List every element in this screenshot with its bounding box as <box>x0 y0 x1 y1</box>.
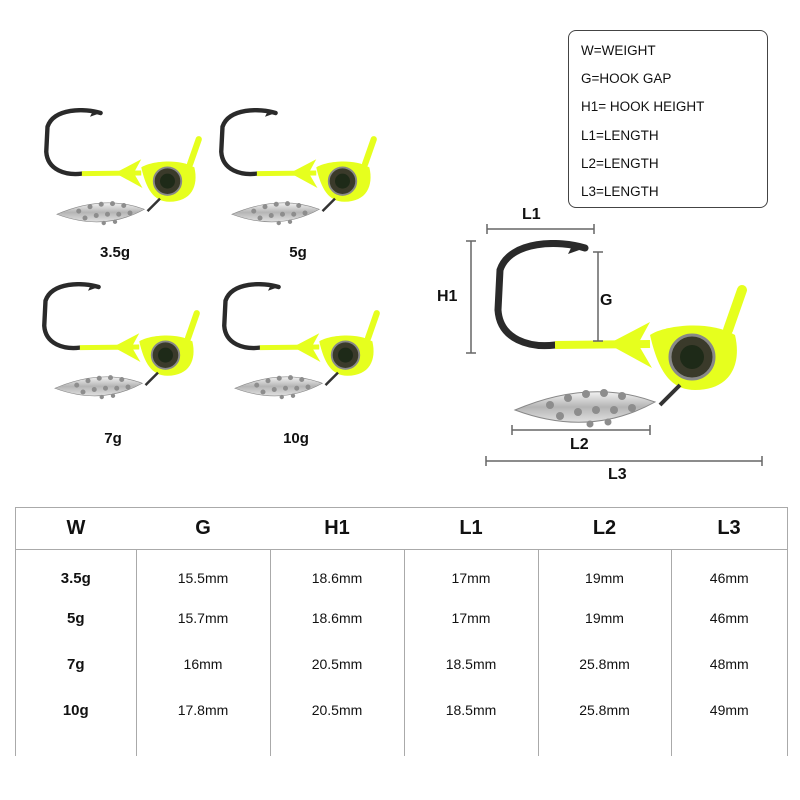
weight-label: 7g <box>104 430 122 447</box>
dimension-label-l1: L1 <box>522 206 541 223</box>
table-cell: 46mm <box>670 549 788 595</box>
dimension-label-g: G <box>600 292 613 309</box>
table-cell: 49mm <box>670 687 788 756</box>
header-l2: L2 <box>538 507 671 550</box>
dimension-label-l3: L3 <box>608 466 627 483</box>
table-cell: 18.5mm <box>403 641 538 687</box>
legend-item: W=WEIGHT <box>581 43 656 58</box>
table-cell: 17.8mm <box>135 687 270 756</box>
table-cell: 19mm <box>537 549 671 595</box>
table-cell: 19mm <box>537 595 671 641</box>
dimension-label-l2: L2 <box>570 436 589 453</box>
weight-label: 5g <box>289 244 307 261</box>
header-l1: L1 <box>404 507 538 550</box>
table-cell: 18.6mm <box>269 595 404 641</box>
header-w: W <box>15 507 136 550</box>
table-cell: 25.8mm <box>537 641 671 687</box>
table-cell: 3.5g <box>15 549 136 595</box>
table-cell: 16mm <box>135 641 270 687</box>
legend-item: L3=LENGTH <box>581 184 659 200</box>
table-cell: 18.6mm <box>269 549 404 595</box>
table-cell: 20.5mm <box>269 641 404 687</box>
table-cell: 15.7mm <box>135 595 270 641</box>
table-cell: 17mm <box>403 595 538 641</box>
table-cell: 18.5mm <box>403 687 538 756</box>
legend-item: L1=LENGTH <box>581 127 659 143</box>
table-cell: 7g <box>15 641 136 687</box>
table-cell: 20.5mm <box>269 687 404 756</box>
table-cell: 25.8mm <box>537 687 671 756</box>
table-cell: 15.5mm <box>135 549 270 595</box>
header-g: G <box>136 507 270 550</box>
weight-label: 10g <box>283 430 309 447</box>
table-cell: 46mm <box>670 595 788 641</box>
dimension-lines <box>466 224 763 466</box>
legend-item: G=HOOK GAP <box>581 71 672 87</box>
dimension-label-h1: H1 <box>437 288 458 305</box>
legend-item: H1= HOOK HEIGHT <box>581 99 705 115</box>
header-h1: H1 <box>270 507 404 550</box>
table-cell: 48mm <box>670 641 788 687</box>
legend-item: L2=LENGTH <box>581 155 659 171</box>
table-header-row: W G H1 L1 L2 L3 <box>15 507 788 550</box>
table-cell: 10g <box>15 687 136 756</box>
weight-label: 3.5g <box>99 244 131 261</box>
header-l3: L3 <box>671 507 788 550</box>
table-cell: 17mm <box>403 549 538 595</box>
legend-box: W=WEIGHT G=HOOK GAP H1= HOOK HEIGHT L1=L… <box>568 30 768 208</box>
table-cell: 5g <box>15 595 136 641</box>
